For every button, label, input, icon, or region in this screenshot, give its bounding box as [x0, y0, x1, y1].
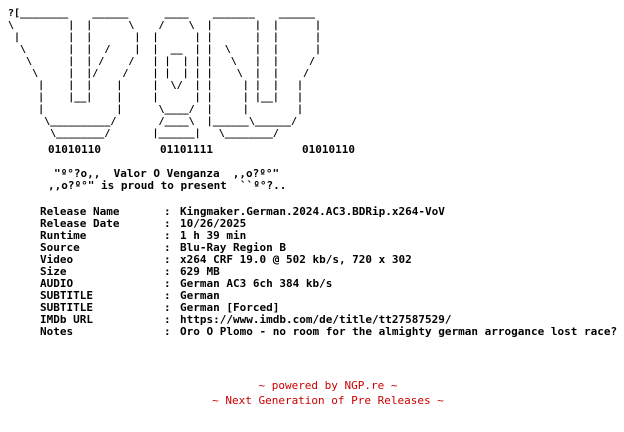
info-value: 10/26/2025: [180, 217, 247, 230]
tagline: ~ Next Generation of Pre Releases ~: [212, 394, 444, 407]
info-row-subtitle: SUBTITLE : German: [8, 290, 624, 302]
info-separator: :: [164, 313, 171, 326]
info-key: SUBTITLE: [40, 289, 93, 302]
group-name-line: "º°?o,, Valor O Venganza ,,o?º°": [54, 167, 280, 180]
hex-label-1: 01010110: [48, 143, 101, 156]
info-key: SUBTITLE: [40, 301, 93, 314]
info-value: x264 CRF 19.0 @ 502 kb/s, 720 x 302: [180, 253, 412, 266]
info-value: German AC3 6ch 384 kb/s: [180, 277, 333, 290]
info-separator: :: [164, 325, 171, 338]
info-key: Release Date: [40, 217, 120, 230]
info-row-size: Size : 629 MB: [8, 266, 624, 278]
info-row-source: Source : Blu-Ray Region B: [8, 242, 624, 254]
info-key: Source: [40, 241, 80, 254]
info-row-subtitle-forced: SUBTITLE : German [Forced]: [8, 302, 624, 314]
info-key: Video: [40, 253, 74, 266]
info-value: Kingmaker.German.2024.AC3.BDRip.x264-VoV: [180, 205, 445, 218]
hex-label-row: 01010110 01101111 01010110: [8, 144, 624, 156]
info-row-video: Video : x264 CRF 19.0 @ 502 kb/s, 720 x …: [8, 254, 624, 266]
info-value: 1 h 39 min: [180, 229, 247, 242]
info-separator: :: [164, 217, 171, 230]
info-separator: :: [164, 289, 171, 302]
info-separator: :: [164, 229, 171, 242]
imdb-link[interactable]: https://www.imdb.com/de/title/tt27587529…: [180, 313, 452, 326]
presents-line: ,,o?º°" is proud to present ``º°?..: [48, 179, 287, 192]
info-separator: :: [164, 253, 171, 266]
info-separator: :: [164, 301, 171, 314]
info-key: Size: [40, 265, 67, 278]
info-key: Release Name: [40, 205, 120, 218]
info-value: Blu-Ray Region B: [180, 241, 286, 254]
release-info: Release Name : Kingmaker.German.2024.AC3…: [8, 206, 624, 338]
info-separator: :: [164, 205, 171, 218]
info-key: IMDb URL: [40, 313, 93, 326]
footer: ~ powered by NGP.re ~ ~ Next Generation …: [0, 378, 624, 408]
vov-ascii-logo: ?[________ ______ ____ _______ ______ \ …: [8, 8, 322, 139]
info-separator: :: [164, 241, 171, 254]
info-row-notes: Notes : Oro O Plomo - no room for the al…: [8, 326, 624, 338]
info-key: Runtime: [40, 229, 87, 242]
info-value: Oro O Plomo - no room for the almighty g…: [180, 325, 618, 338]
info-row-audio: AUDIO : German AC3 6ch 384 kb/s: [8, 278, 624, 290]
info-row-runtime: Runtime : 1 h 39 min: [8, 230, 624, 242]
info-separator: :: [164, 277, 171, 290]
hex-label-2: 01101111: [160, 143, 213, 156]
info-key: Notes: [40, 325, 74, 338]
info-row-imdb-url: IMDb URL : https://www.imdb.com/de/title…: [8, 314, 624, 326]
info-value: German: [180, 289, 220, 302]
info-row-release-date: Release Date : 10/26/2025: [8, 218, 624, 230]
powered-by-line: ~ powered by NGP.re ~: [258, 379, 398, 392]
info-value: 629 MB: [180, 265, 220, 278]
info-row-release-name: Release Name : Kingmaker.German.2024.AC3…: [8, 206, 624, 218]
info-value: German [Forced]: [180, 301, 280, 314]
hex-label-3: 01010110: [302, 143, 355, 156]
info-separator: :: [164, 265, 171, 278]
info-key: AUDIO: [40, 277, 74, 290]
